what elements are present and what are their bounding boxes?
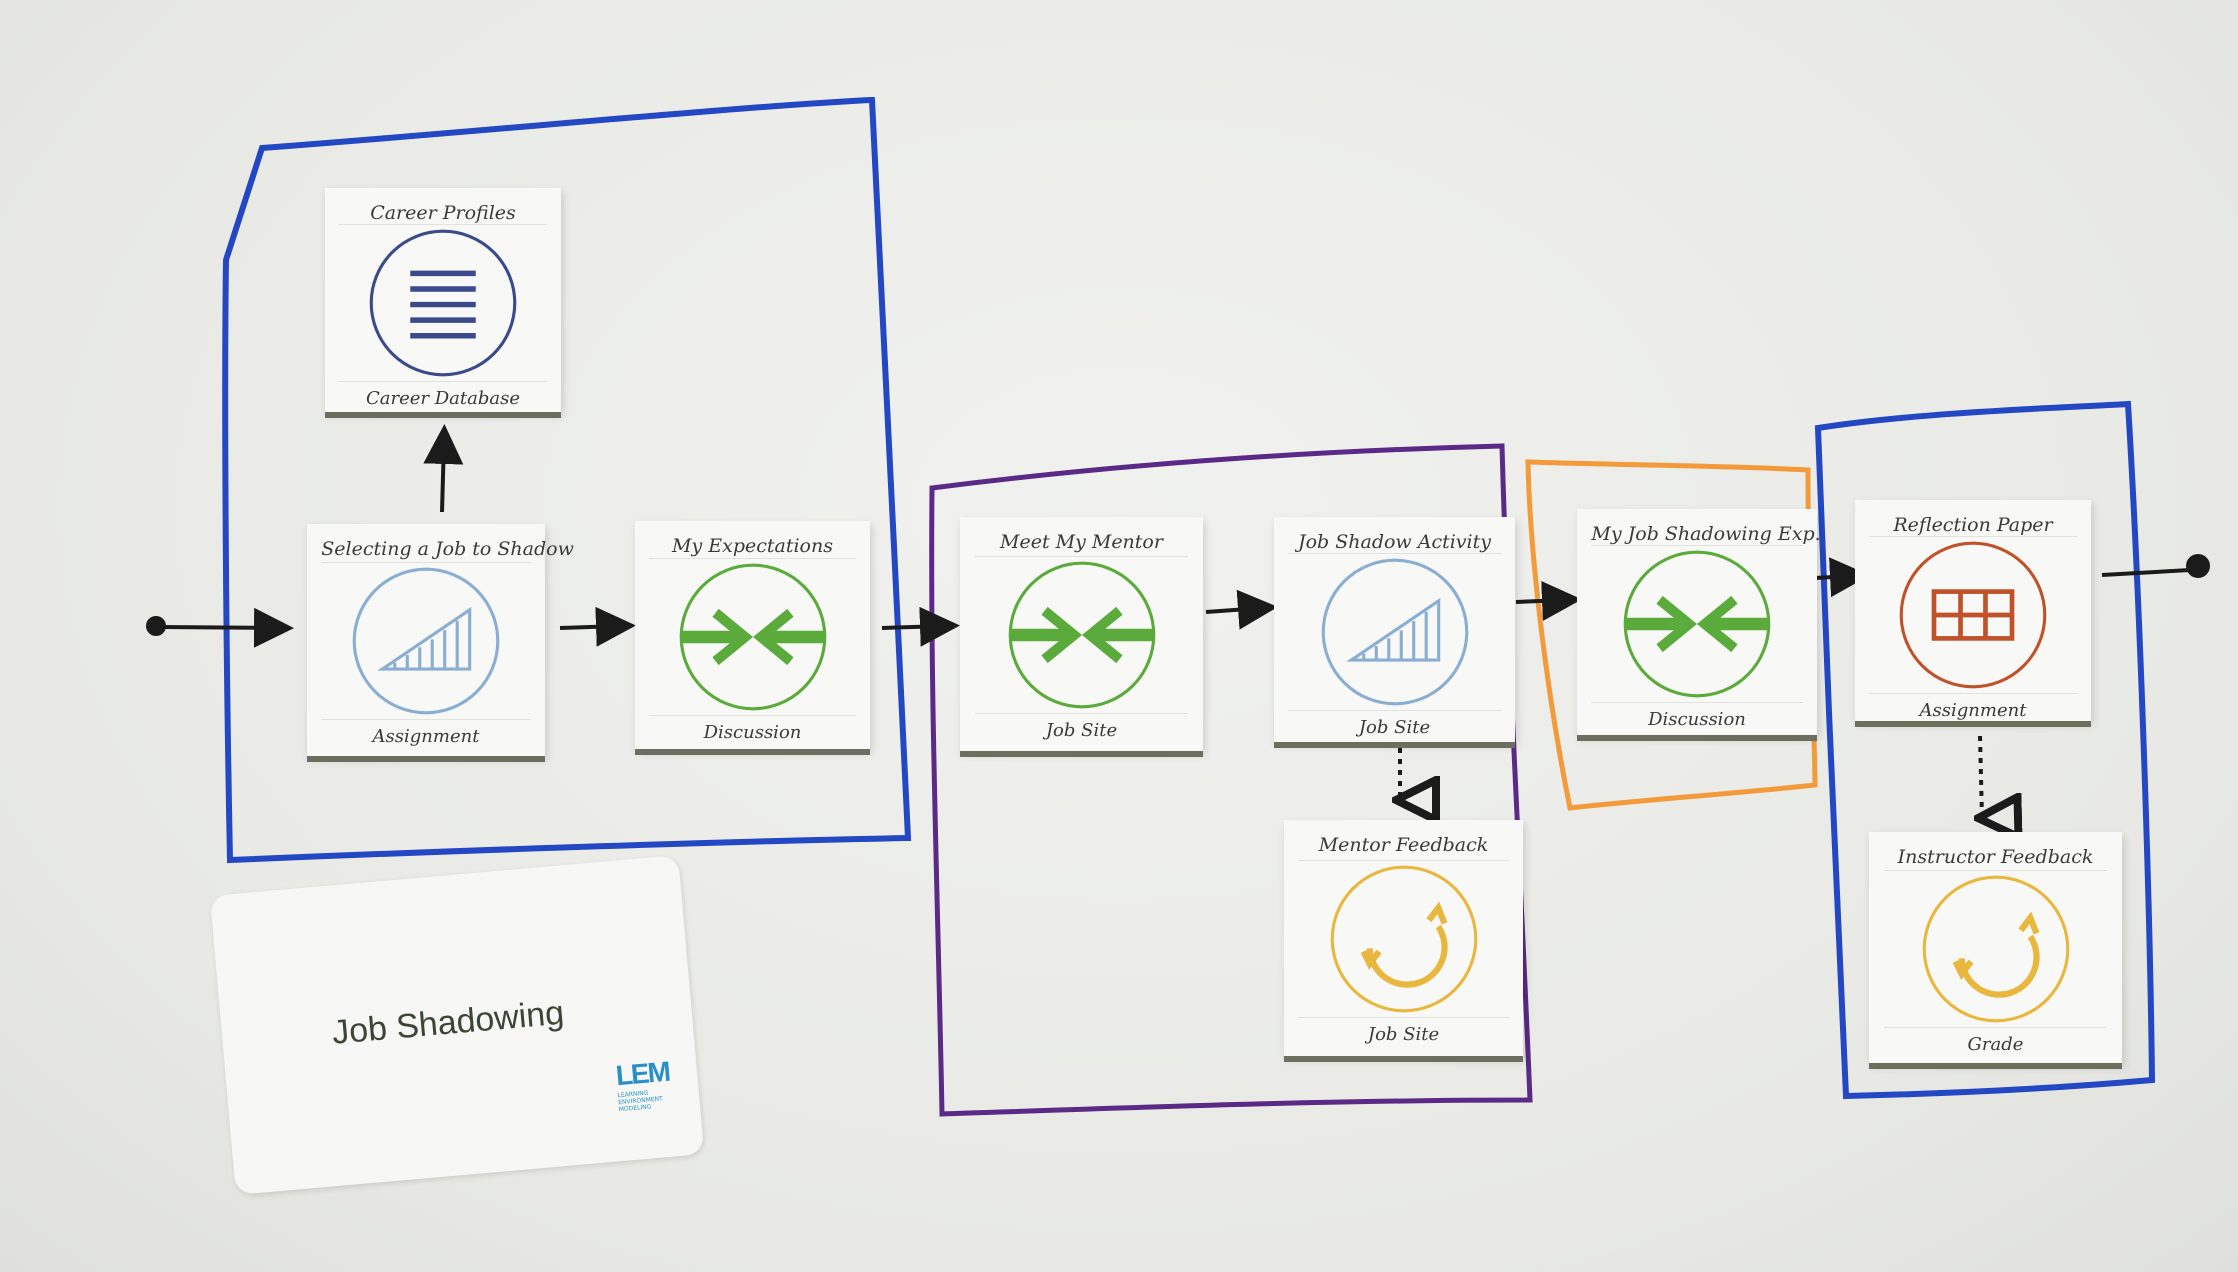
card-title: Job Shadow Activity xyxy=(1288,531,1501,554)
group-box-preparation xyxy=(222,97,912,864)
card-title: My Job Shadowing Exp. xyxy=(1591,523,1821,546)
card-title: Career Profiles xyxy=(339,202,547,225)
cycle-icon xyxy=(1869,871,2122,1027)
arrow xyxy=(159,607,294,648)
card-subtitle: Discussion xyxy=(1591,702,1803,735)
end-node xyxy=(2186,554,2210,578)
card-title: Mentor Feedback xyxy=(1298,834,1509,862)
arrow xyxy=(423,424,464,513)
card-title: My Expectations xyxy=(649,535,856,559)
group-box-job-site xyxy=(929,443,1533,1117)
cycle-icon xyxy=(1284,861,1523,1017)
arrow xyxy=(881,606,960,647)
card-subtitle: Career Database xyxy=(339,381,547,412)
card-title: Instructor Feedback xyxy=(1884,846,2107,871)
card-title: Reflection Paper xyxy=(1869,514,2077,537)
card-subtitle: Assignment xyxy=(1869,693,2077,721)
converge-arrows-icon xyxy=(1577,546,1817,702)
lem-logo: LEM LEARNING ENVIRONMENT MODELING xyxy=(614,1055,671,1114)
job-shadowing-title-card: Job Shadowing LEM LEARNING ENVIRONMENT M… xyxy=(209,855,705,1195)
card-subtitle: Job Site xyxy=(1298,1017,1509,1056)
ramp-icon xyxy=(307,563,545,719)
dotted-arrow xyxy=(1980,735,1982,818)
list-icon xyxy=(325,225,561,381)
card-subtitle: Job Site xyxy=(1288,710,1501,742)
card-title: Meet My Mentor xyxy=(974,531,1189,558)
converge-arrows-icon xyxy=(960,557,1203,713)
ramp-icon xyxy=(1274,554,1515,710)
diagram-title: Job Shadowing xyxy=(330,993,566,1052)
card-job-shadowing-exp: My Job Shadowing Exp. Discussion xyxy=(1577,509,1821,735)
converge-arrows-icon xyxy=(635,559,870,715)
card-subtitle: Grade xyxy=(1884,1026,2107,1063)
group-box-discussion xyxy=(1525,459,1818,811)
grid-icon xyxy=(1855,537,2091,693)
arrow xyxy=(1515,580,1582,621)
card-subtitle: Discussion xyxy=(649,714,856,749)
arrow xyxy=(2101,568,2191,577)
group-box-reflection xyxy=(1814,400,2156,1100)
arrow xyxy=(1205,589,1278,630)
card-title: Selecting a Job to Shadow xyxy=(321,538,574,564)
card-subtitle: Assignment xyxy=(321,719,531,756)
card-subtitle: Job Site xyxy=(974,713,1189,751)
arrow xyxy=(559,606,636,647)
arrow xyxy=(1813,557,1870,598)
